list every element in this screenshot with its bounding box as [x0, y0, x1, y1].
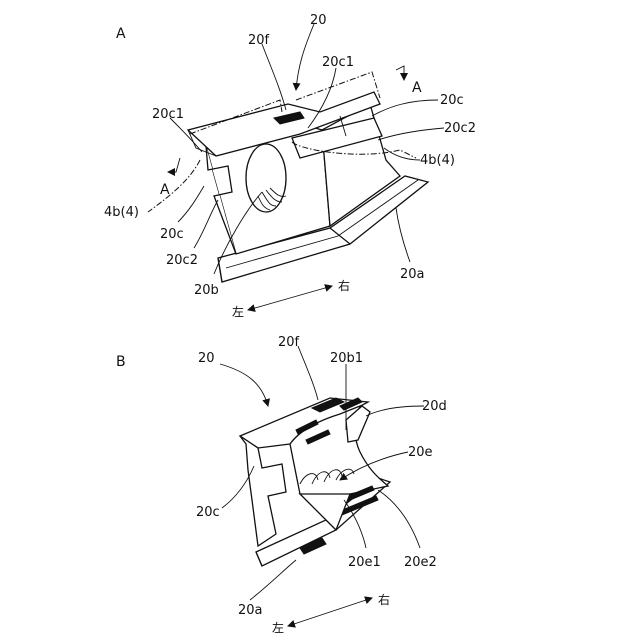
label-4b-left-a: 4b(4) [104, 205, 139, 220]
label-20c-right-a: 20c [440, 93, 464, 108]
label-20c1-left-a: 20c1 [152, 107, 184, 122]
label-20a-b: 20a [238, 603, 263, 618]
panel-b: B [116, 335, 447, 635]
label-20c-b: 20c [196, 505, 220, 520]
label-20-b: 20 [198, 351, 215, 366]
direction-right-b: 右 [378, 592, 390, 607]
direction-left-a: 左 [232, 304, 244, 319]
label-20c2-left-a: 20c2 [166, 253, 198, 268]
label-20-a: 20 [310, 13, 327, 28]
label-4b-right-a: 4b(4) [420, 153, 455, 168]
panel-b-letter: B [116, 354, 126, 370]
label-20f-a: 20f [248, 33, 270, 48]
label-20a-a: 20a [400, 267, 425, 282]
label-20d-b: 20d [422, 399, 447, 414]
direction-right-a: 右 [338, 278, 350, 293]
direction-indicator-a: 左 右 [232, 278, 350, 319]
panel-a-letter: A [116, 26, 126, 42]
section-label-left: A [160, 182, 170, 198]
label-20c2-right-a: 20c2 [444, 121, 476, 136]
direction-indicator-b: 左 右 [272, 592, 390, 635]
label-20f-b: 20f [278, 335, 300, 350]
direction-left-b: 左 [272, 620, 284, 635]
panel-a: A [104, 13, 476, 319]
body-b [240, 398, 388, 546]
label-20b-a: 20b [194, 283, 219, 298]
label-20c1-right-a: 20c1 [322, 55, 354, 70]
section-label-right: A [412, 80, 422, 96]
label-20c-left-a: 20c [160, 227, 184, 242]
label-20e1-b: 20e1 [348, 555, 381, 570]
label-20b1-b: 20b1 [330, 351, 363, 366]
label-20e2-b: 20e2 [404, 555, 437, 570]
label-20e-b: 20e [408, 445, 433, 460]
